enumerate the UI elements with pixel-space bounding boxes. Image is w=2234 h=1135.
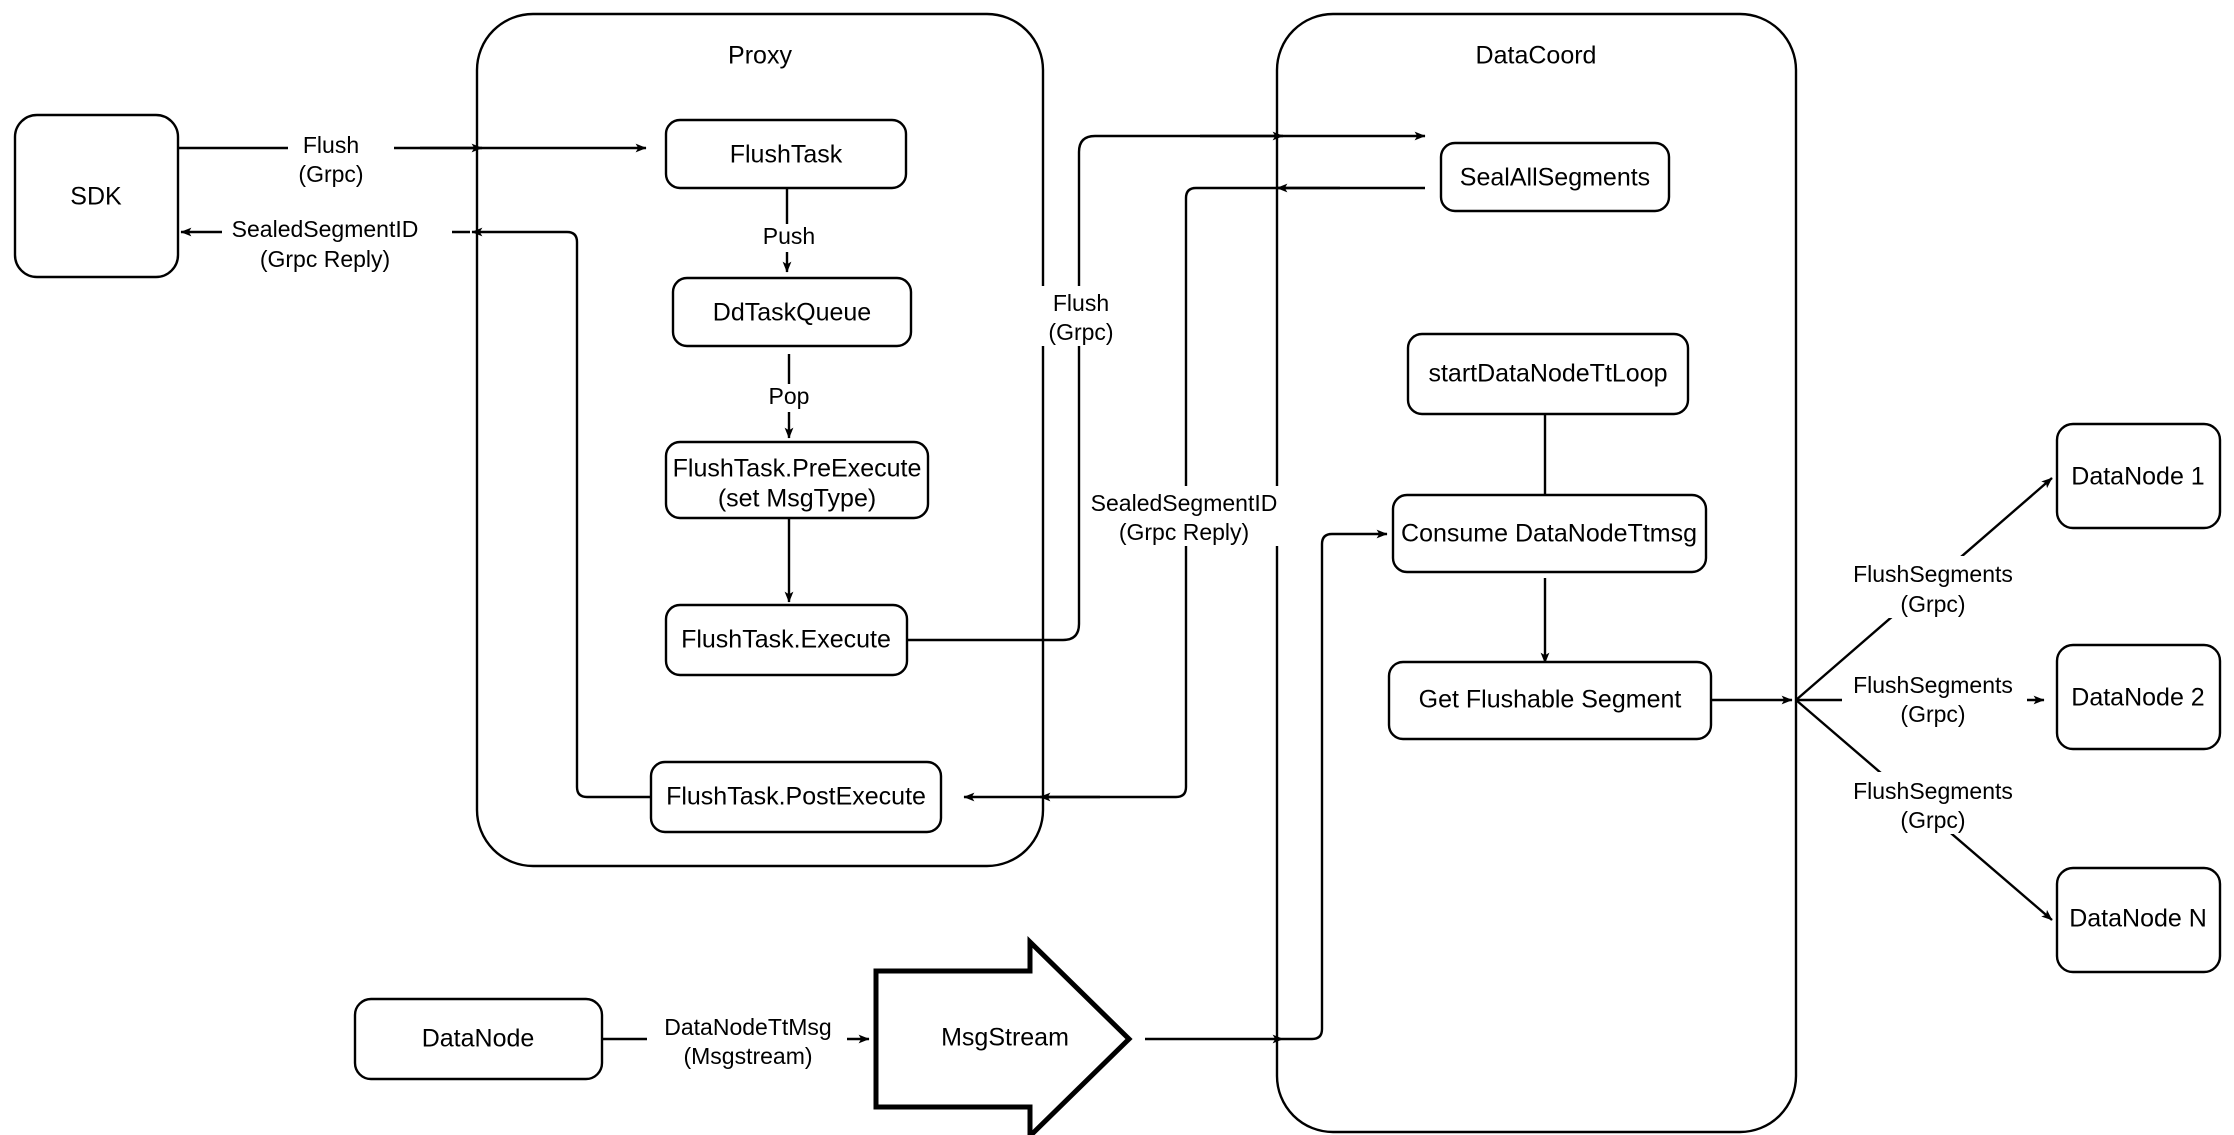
edge-datacoord-bottom-to-consume xyxy=(1283,529,1388,1041)
flushsegmentsn-label-bg xyxy=(1842,772,2027,834)
push-label-bg xyxy=(757,224,823,252)
sealallsegments-label: SealAllSegments xyxy=(1460,164,1650,192)
flush-grpc2-line1: Flush xyxy=(1053,290,1109,316)
sealed-reply2-label-bg xyxy=(1085,486,1280,546)
push-label: Push xyxy=(763,223,815,249)
node-start-datanode-ttloop[interactable]: startDataNodeTtLoop xyxy=(1406,332,1690,416)
datacoord-container-title: DataCoord xyxy=(1476,42,1597,70)
flush-grpc-line1: Flush xyxy=(303,132,359,158)
node-datanode-2[interactable]: DataNode 2 xyxy=(2055,643,2222,751)
edge-label-flush-grpc-to-datacoord: Flush (Grpc) xyxy=(1040,286,1132,346)
datanode2-box[interactable] xyxy=(2055,643,2222,751)
datanode1-box[interactable] xyxy=(2055,422,2222,530)
sdk-box[interactable] xyxy=(13,113,180,279)
postexecute-label: FlushTask.PostExecute xyxy=(666,783,926,811)
ddtaskqueue-label: DdTaskQueue xyxy=(713,299,871,327)
datanoden-label: DataNode N xyxy=(2069,905,2207,933)
getflushablesegment-label: Get Flushable Segment xyxy=(1419,686,1682,714)
sealallsegments-box[interactable] xyxy=(1439,141,1671,213)
edge-postexecute-to-sdk-loop xyxy=(471,227,654,799)
flush-grpc2-label-bg xyxy=(1040,286,1132,346)
proxy-container-title: Proxy xyxy=(728,42,792,70)
flushsegments2-line2: (Grpc) xyxy=(1900,701,1965,727)
node-consume-datanode-ttmsg[interactable]: Consume DataNodeTtmsg xyxy=(1391,493,1708,574)
edge-label-pop: Pop xyxy=(762,383,818,412)
execute-box[interactable] xyxy=(664,603,909,677)
datanodettmsg-label-bg xyxy=(647,1010,847,1072)
node-ddtaskqueue[interactable]: DdTaskQueue xyxy=(671,276,913,348)
preexecute-box[interactable] xyxy=(664,440,930,520)
sealed-reply2-line2: (Grpc Reply) xyxy=(1119,519,1249,545)
sealed-reply-label-bg xyxy=(222,212,452,272)
consumedatanodettmsg-label: Consume DataNodeTtmsg xyxy=(1401,520,1697,548)
node-flushtask-preexecute[interactable]: FlushTask.PreExecute (set MsgType) xyxy=(664,440,930,520)
edge-label-datanode-ttmsg: DataNodeTtMsg (Msgstream) xyxy=(647,1010,847,1072)
edge-label-push: Push xyxy=(757,223,823,252)
flushsegments1-line1: FlushSegments xyxy=(1853,561,2013,587)
flushsegmentsn-line1: FlushSegments xyxy=(1853,778,2013,804)
node-flushtask-execute[interactable]: FlushTask.Execute xyxy=(664,603,909,677)
node-flushtask[interactable]: FlushTask xyxy=(664,118,908,190)
startdatanodettloop-label: startDataNodeTtLoop xyxy=(1428,360,1667,388)
preexecute-label-line2: (set MsgType) xyxy=(718,485,876,513)
edge-label-flushsegments-1: FlushSegments (Grpc) xyxy=(1842,556,2027,618)
datanode-source-box[interactable] xyxy=(353,997,604,1081)
pop-label-bg xyxy=(762,384,818,412)
edge-label-flush-grpc: Flush (Grpc) xyxy=(288,128,394,188)
flushsegmentsn-line2: (Grpc) xyxy=(1900,807,1965,833)
datanode2-label: DataNode 2 xyxy=(2071,684,2204,712)
sealed-reply2-line1: SealedSegmentID xyxy=(1091,490,1278,516)
preexecute-label-line1: FlushTask.PreExecute xyxy=(673,455,922,483)
edge-label-flushsegments-2: FlushSegments (Grpc) xyxy=(1842,666,2027,728)
node-sealallsegments[interactable]: SealAllSegments xyxy=(1439,141,1671,213)
edge-label-flushsegments-n: FlushSegments (Grpc) xyxy=(1842,772,2027,834)
datanodettmsg-line1: DataNodeTtMsg xyxy=(664,1014,831,1040)
proxy-container-border xyxy=(475,12,1045,868)
flushsegments2-line1: FlushSegments xyxy=(1853,672,2013,698)
sealed-reply-sdk-line2: (Grpc Reply) xyxy=(260,246,390,272)
flushtask-label: FlushTask xyxy=(730,141,843,169)
sdk-label: SDK xyxy=(70,183,122,211)
node-get-flushable-segment[interactable]: Get Flushable Segment xyxy=(1387,660,1713,741)
flushsegments1-line2: (Grpc) xyxy=(1900,591,1965,617)
ddtaskqueue-box[interactable] xyxy=(671,276,913,348)
edge-label-sealedsegmentid-reply-proxy: SealedSegmentID (Grpc Reply) xyxy=(1085,486,1280,546)
flush-grpc-label-bg xyxy=(288,128,394,188)
node-datanode-source[interactable]: DataNode xyxy=(353,997,604,1081)
startdatanodettloop-box[interactable] xyxy=(1406,332,1690,416)
consumedatanodettmsg-box[interactable] xyxy=(1391,493,1708,574)
flush-grpc2-line2: (Grpc) xyxy=(1048,319,1113,345)
node-flushtask-postexecute[interactable]: FlushTask.PostExecute xyxy=(649,760,943,834)
datanode-source-label: DataNode xyxy=(422,1025,535,1053)
getflushablesegment-box[interactable] xyxy=(1387,660,1713,741)
flushsegments1-label-bg xyxy=(1842,556,2027,618)
flushtask-box[interactable] xyxy=(664,118,908,190)
edge-execute-to-sealallsegments xyxy=(907,131,1426,642)
node-datanode-n[interactable]: DataNode N xyxy=(2055,866,2222,974)
flush-grpc-line2: (Grpc) xyxy=(298,161,363,187)
edge-label-sealedsegmentid-reply-sdk: SealedSegmentID (Grpc Reply) xyxy=(222,212,452,272)
node-msgstream[interactable]: MsgStream xyxy=(873,936,1133,1135)
edge-sealallsegments-to-postexecute xyxy=(963,186,1425,802)
datanoden-box[interactable] xyxy=(2055,866,2222,974)
container-datacoord: DataCoord xyxy=(1275,12,1798,1134)
flushsegments2-label-bg xyxy=(1842,666,2027,728)
container-proxy: Proxy xyxy=(475,12,1045,868)
pop-label: Pop xyxy=(769,383,810,409)
msgstream-arrow-shape[interactable] xyxy=(873,936,1133,1135)
datanodettmsg-line2: (Msgstream) xyxy=(683,1043,812,1069)
node-sdk[interactable]: SDK xyxy=(13,113,180,279)
node-datanode-1[interactable]: DataNode 1 xyxy=(2055,422,2222,530)
postexecute-box[interactable] xyxy=(649,760,943,834)
execute-label: FlushTask.Execute xyxy=(681,626,891,654)
sealed-reply-sdk-line1: SealedSegmentID xyxy=(232,216,419,242)
datanode1-label: DataNode 1 xyxy=(2071,463,2204,491)
msgstream-label: MsgStream xyxy=(941,1024,1069,1052)
datacoord-container-border xyxy=(1275,12,1798,1134)
